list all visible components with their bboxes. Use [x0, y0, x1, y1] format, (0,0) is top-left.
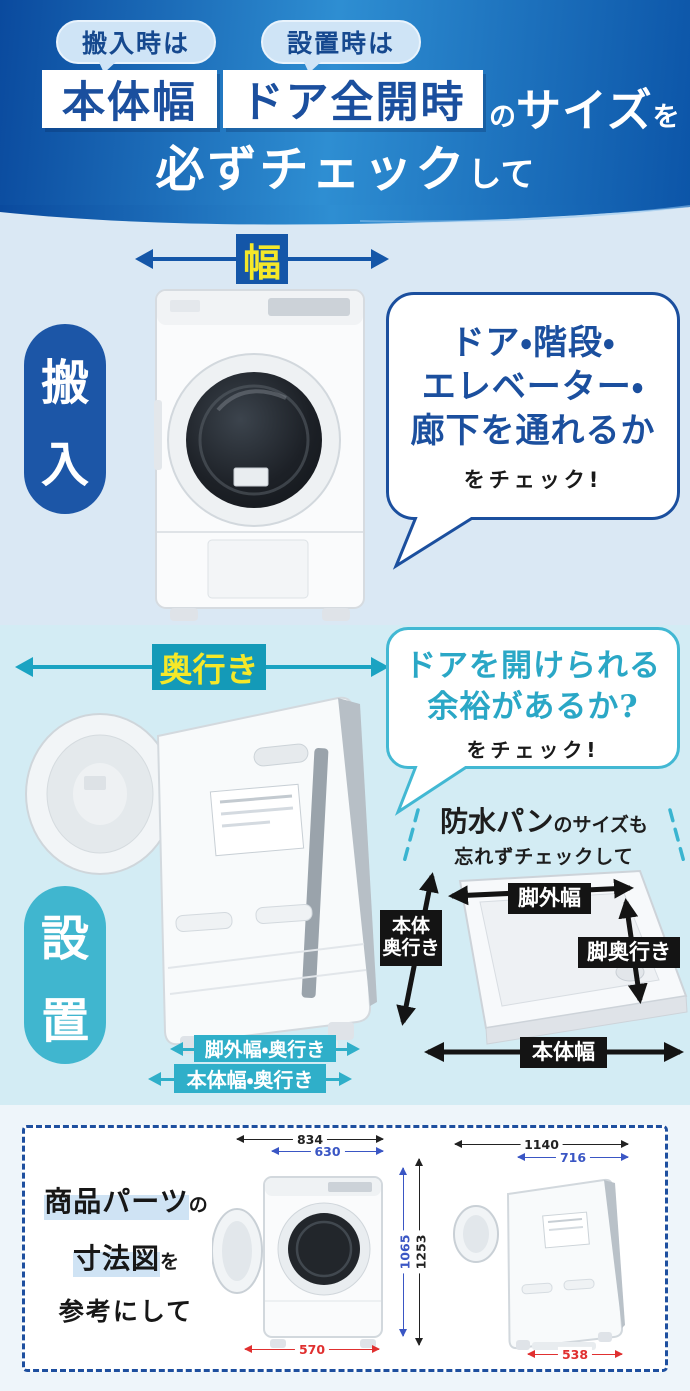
install-bubble-line2: 余裕があるか?: [427, 688, 639, 725]
machine-body-dims-chip: 本体幅・奥行き: [174, 1064, 326, 1093]
header-line2-main: 必ずチェック: [155, 140, 468, 198]
install-pill-char-1: 設: [40, 911, 89, 967]
washing-machine-side-illustration: [25, 696, 377, 1054]
machine-leg-dims: 脚外幅・奥行き: [170, 1035, 360, 1063]
pan-body-depth-label-1: 本体: [391, 915, 430, 938]
carry-time-bubble-label: 搬入時は: [81, 29, 190, 58]
header-wave-shape: [0, 205, 690, 225]
spec-caption-line2: 寸法図を: [38, 1237, 214, 1277]
carry-pill-char-2: 入: [40, 437, 89, 493]
header-line2: 必ずチェックして: [0, 130, 690, 201]
pan-note: 防水パン のサイズも 忘れずチェックして: [398, 800, 690, 869]
depth-label-chip: 奥行き: [152, 644, 266, 690]
pan-leg-depth-chip: 脚奥行き: [578, 937, 680, 968]
machine-leg-dims-chip: 脚外幅・奥行き: [194, 1035, 336, 1062]
dim-front-inner-height: 1065: [397, 1167, 413, 1337]
pan-note-dash-right: [668, 808, 687, 868]
install-time-bubble-label: 設置時は: [286, 29, 395, 58]
carry-bubble-line3: 廊下を通れるか: [410, 411, 656, 452]
dim-side-bottom-width-value: 538: [557, 1346, 593, 1362]
dim-front-inner-width-value: 630: [310, 1143, 345, 1159]
dim-front-bottom-width-value: 570: [294, 1341, 330, 1357]
carry-bubble-note: をチェック!: [463, 467, 603, 492]
spec-side-view-illustration: [453, 1178, 625, 1350]
dim-side-outer-width-value: 1140: [520, 1136, 563, 1152]
width-label-chip: 幅: [236, 234, 288, 285]
pan-body-depth-label-2: 奥行き: [382, 937, 440, 959]
dim-side-inner-width-value: 716: [555, 1149, 591, 1165]
carry-check-bubble: ドア・階段・ エレベーター・ 廊下を通れるか をチェック!: [386, 292, 680, 520]
machine-body-dims-label: 本体幅・奥行き: [186, 1068, 314, 1092]
pan-body-width-chip: 本体幅: [520, 1037, 607, 1068]
suffix-size: サイズ: [516, 84, 653, 137]
pan-note-rest: のサイズも: [553, 814, 648, 836]
pan-body-depth-chip: 本体 奥行き: [380, 910, 442, 966]
pan-body-width-label: 本体幅: [532, 1040, 595, 1065]
dim-side-bottom-width: 538: [527, 1346, 623, 1362]
carry-time-bubble: 搬入時は: [56, 20, 216, 64]
install-check-bubble: ドアを開けられる 余裕があるか? をチェック!: [386, 627, 680, 769]
depth-dimension-arrow: 奥行き: [15, 644, 389, 690]
header-suffix: のサイズを: [489, 74, 680, 137]
pan-note-dash-left: [401, 808, 420, 868]
dim-front-outer-height-value: 1253: [413, 1230, 429, 1274]
machine-leg-dims-label: 脚外幅・奥行き: [204, 1039, 326, 1061]
spec-front-view-illustration: [212, 1176, 383, 1348]
dim-front-inner-width: 630: [271, 1143, 384, 1159]
caption-3-text: 参考にして: [58, 1297, 194, 1326]
machine-body-dims: 本体幅・奥行き: [148, 1064, 352, 1094]
install-section-pill: 設 置: [24, 886, 106, 1064]
caption-1-tail: の: [188, 1194, 208, 1216]
suffix-no: の: [489, 102, 516, 133]
carry-bubble-line2: エレベーター・: [421, 367, 645, 408]
door-open-box: ドア全開時: [223, 70, 483, 128]
door-open-box-label: ドア全開時: [240, 78, 466, 128]
carry-bubble-tail: [392, 517, 476, 570]
pan-note-line1: 防水パン のサイズも: [440, 800, 648, 840]
pan-note-emphasis: 防水パン: [440, 805, 554, 838]
pan-note-line2: 忘れずチェックして: [454, 846, 634, 868]
install-bubble-line1: ドアを開けられる: [405, 648, 661, 684]
dim-side-inner-width: 716: [517, 1149, 629, 1165]
pan-leg-depth-label: 脚奥行き: [587, 940, 671, 965]
suffix-wo: を: [652, 102, 680, 133]
pan-leg-width-chip: 脚外幅: [508, 883, 591, 914]
spec-caption-line3: 参考にして: [38, 1292, 214, 1328]
dim-front-bottom-width: 570: [244, 1341, 380, 1357]
dim-front-outer-height: 1253: [413, 1158, 429, 1346]
depth-label: 奥行き: [159, 650, 259, 689]
install-pill-char-2: 置: [40, 993, 89, 1049]
width-label: 幅: [242, 239, 281, 285]
dim-front-outer-width-value: 834: [292, 1131, 328, 1147]
body-width-box-label: 本体幅: [62, 78, 197, 128]
pan-leg-width-label: 脚外幅: [518, 886, 581, 911]
header-line2-tail: して: [467, 155, 535, 195]
caption-2-tail: を: [160, 1251, 180, 1273]
install-bubble-tail: [394, 766, 470, 816]
width-dimension-arrow: 幅: [135, 234, 389, 285]
install-bubble-note: をチェック!: [466, 737, 600, 762]
spec-caption-line1: 商品パーツの: [38, 1180, 214, 1220]
carry-section-pill: 搬 入: [24, 324, 106, 514]
caption-1-em: 商品パーツ: [44, 1180, 189, 1220]
dim-side-outer-width: 1140: [454, 1136, 629, 1152]
dim-front-inner-height-value: 1065: [397, 1230, 413, 1274]
carry-bubble-line1: ドア・階段・: [450, 323, 616, 363]
install-time-bubble: 設置時は: [261, 20, 421, 64]
caption-2-em: 寸法図: [72, 1237, 160, 1277]
body-width-box: 本体幅: [42, 70, 217, 128]
washing-machine-front-illustration: [154, 289, 365, 621]
carry-pill-char-1: 搬: [40, 355, 89, 411]
dim-front-outer-width: 834: [236, 1131, 384, 1147]
